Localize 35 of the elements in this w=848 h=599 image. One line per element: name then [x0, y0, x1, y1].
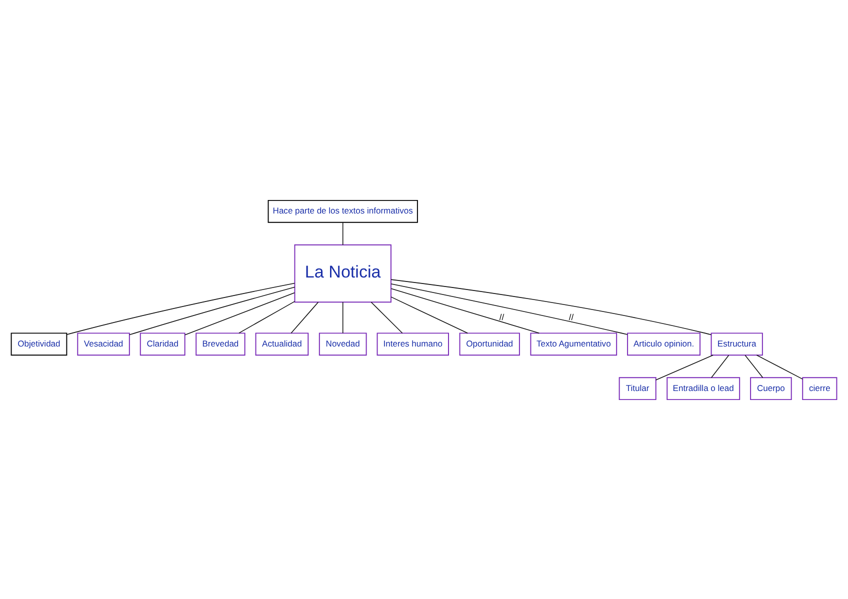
connector	[290, 301, 319, 333]
node-box: Interes humano	[376, 332, 449, 356]
node-box: cierre	[802, 376, 838, 400]
node-box: Vesacidad	[77, 332, 130, 356]
node-box: Titular	[618, 376, 656, 400]
connector	[390, 288, 540, 334]
node-box: La Noticia	[294, 244, 392, 302]
node-box: Brevedad	[196, 332, 246, 356]
node-box: Estructura	[710, 332, 763, 356]
node-box: Actualidad	[255, 332, 309, 356]
connector	[656, 354, 714, 380]
connector	[129, 286, 296, 335]
connector	[238, 300, 296, 333]
connector	[342, 301, 344, 333]
connector	[390, 296, 468, 334]
connector	[390, 278, 712, 335]
node-box: Objetividad	[10, 332, 68, 356]
node-box: Cuerpo	[750, 376, 792, 400]
connector	[66, 282, 295, 334]
edge-label: //	[568, 311, 574, 322]
connector	[184, 292, 295, 335]
edge-label: //	[499, 311, 504, 322]
connector	[370, 301, 403, 333]
node-box: Novedad	[318, 332, 367, 356]
node-box: Hace parte de los textos informativos	[268, 199, 418, 222]
node-box: Entradilla o lead	[666, 376, 740, 400]
node-box: Texto Agumentativo	[530, 332, 618, 356]
connector	[390, 282, 628, 334]
connector	[756, 354, 803, 379]
connector	[711, 354, 730, 378]
node-box: Articulo opinion.	[627, 332, 700, 356]
node-box: Claridad	[140, 332, 186, 356]
connector	[744, 354, 764, 378]
connector	[342, 222, 344, 245]
node-box: Oportunidad	[459, 332, 520, 356]
